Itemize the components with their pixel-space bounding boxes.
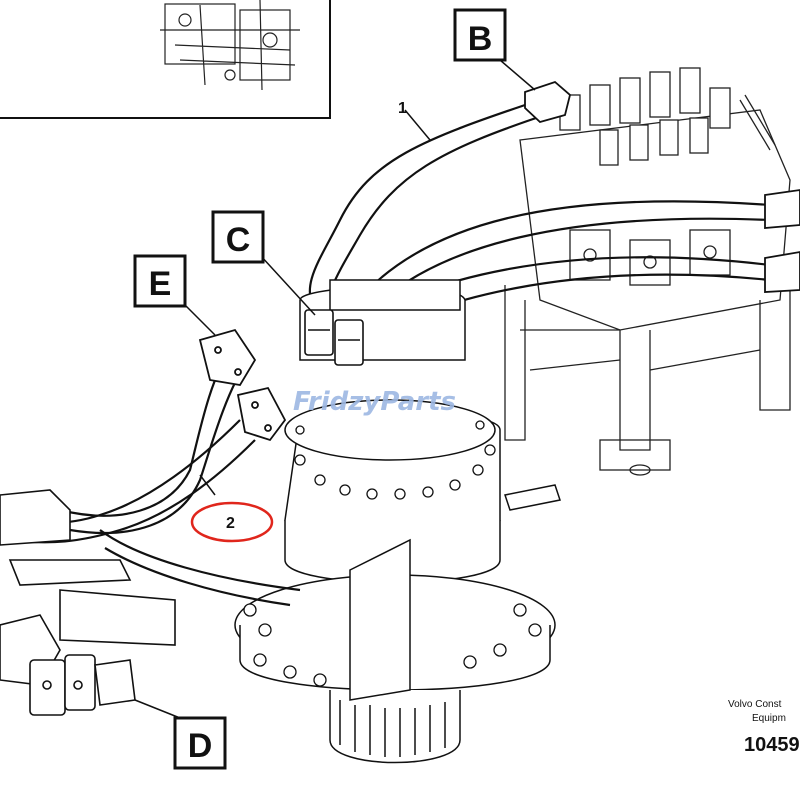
footer-line-1: Volvo Const bbox=[728, 699, 782, 710]
svg-text:C: C bbox=[226, 221, 251, 259]
connector-blocks-c bbox=[304, 309, 364, 366]
label-hose-2: 2 bbox=[226, 515, 235, 532]
label-hose-1: 1 bbox=[398, 100, 407, 117]
watermark-brand-a: Fridzy bbox=[293, 387, 381, 417]
bolt-heads bbox=[243, 420, 542, 687]
support-frame bbox=[504, 285, 791, 476]
callout-e: E bbox=[133, 254, 187, 308]
callout-b: B bbox=[453, 8, 507, 62]
pipe-assembly-left bbox=[0, 489, 176, 716]
swing-motor bbox=[234, 279, 561, 764]
svg-text:FridzyParts: FridzyParts bbox=[293, 387, 456, 417]
end-fittings-right bbox=[764, 189, 800, 293]
watermark: FridzyParts bbox=[293, 387, 456, 417]
watermark-brand-b: Parts bbox=[380, 387, 456, 417]
split-flanges-e bbox=[198, 328, 287, 442]
svg-text:B: B bbox=[468, 20, 493, 58]
hose-2 bbox=[9, 349, 301, 607]
leader-lines bbox=[134, 59, 536, 721]
svg-text:D: D bbox=[188, 727, 213, 765]
footer-line-2: Equipm bbox=[752, 713, 786, 724]
callout-c: C bbox=[211, 210, 265, 264]
control-valve-block bbox=[519, 67, 791, 331]
elbow-fitting-b bbox=[524, 80, 572, 124]
svg-text:E: E bbox=[149, 265, 172, 303]
highlight-circle bbox=[190, 501, 274, 543]
footer-ref-number: 10459 bbox=[744, 734, 800, 756]
inset-detail-box bbox=[0, 0, 331, 119]
callout-d: D bbox=[173, 716, 227, 770]
